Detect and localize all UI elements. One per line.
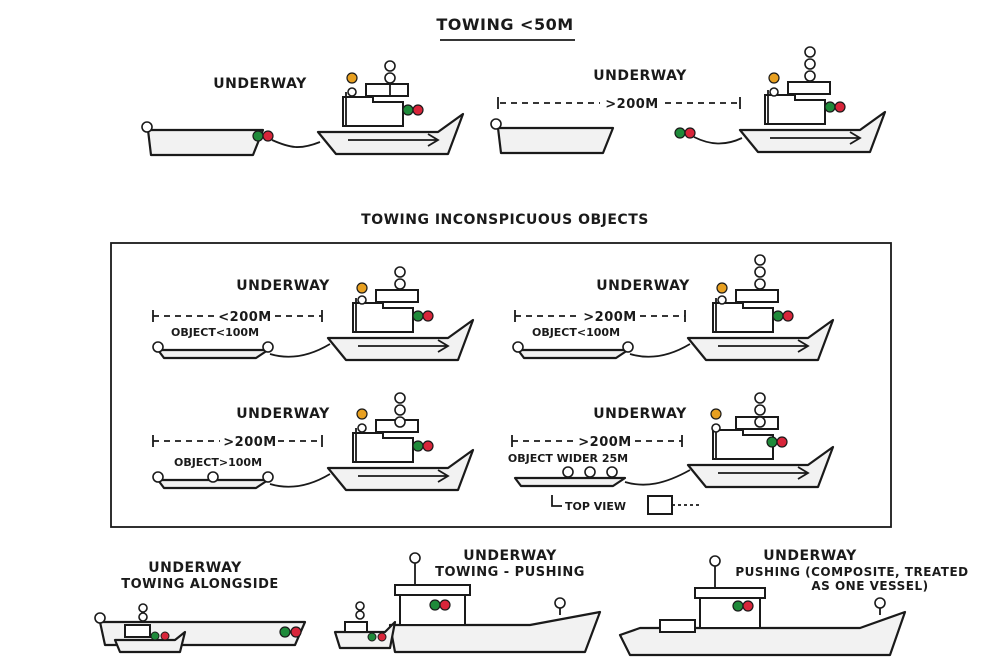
tug-boat: [333, 620, 397, 650]
label-top-left: UNDERWAY: [213, 76, 307, 92]
masthead-light-icon: [804, 58, 816, 70]
label-bot1-b: TOWING ALONGSIDE: [121, 577, 279, 592]
stern-light-icon: [769, 87, 779, 97]
yellow-towing-light-icon: [710, 408, 722, 420]
scene-top-left: UNDERWAY: [141, 60, 465, 157]
red-sidelight-icon: [834, 101, 846, 113]
object-label: OBJECT>100M: [174, 456, 262, 469]
tug-boat: [326, 418, 475, 492]
dimension-label: <200M: [218, 310, 271, 325]
object-label: OBJECT<100M: [171, 326, 259, 339]
dimension-label: >200M: [223, 435, 276, 450]
top-view-arrow: [551, 495, 562, 507]
dimension-label: >200M: [583, 310, 636, 325]
label-box-bl: UNDERWAY: [236, 406, 330, 422]
yellow-towing-light-icon: [346, 72, 358, 84]
red-sidelight-icon: [684, 127, 696, 139]
tow-line: [271, 139, 321, 148]
yellow-towing-light-icon: [716, 282, 728, 294]
green-sidelight-icon: [402, 104, 414, 116]
masthead-light-icon: [804, 70, 816, 82]
label-bot2-a: UNDERWAY: [463, 548, 557, 564]
tow-line: [693, 136, 743, 145]
masthead-light-icon: [384, 72, 396, 84]
stern-light-icon: [347, 87, 357, 97]
masthead-light-icon: [804, 46, 816, 58]
label-bot3-c: AS ONE VESSEL): [811, 579, 928, 593]
barge: [496, 126, 615, 155]
stern-light-icon: [141, 121, 153, 133]
tug-boat: [738, 80, 887, 154]
masthead-light-icon: [384, 60, 396, 72]
ship: [388, 610, 602, 654]
yellow-towing-light-icon: [768, 72, 780, 84]
scene-box-top-right: UNDERWAY >200M OBJECT<100M: [512, 254, 835, 362]
top-view-label: TOP VIEW: [565, 500, 626, 513]
scene-bottom-towing-pushing: UNDERWAY TOWING - PUSHING: [333, 548, 602, 654]
flat-object: [156, 348, 270, 360]
label-box-tl: UNDERWAY: [236, 278, 330, 294]
object-label: OBJECT<100M: [532, 326, 620, 339]
scene-bottom-pushing-composite: UNDERWAY PUSHING (COMPOSITE, TREATED AS …: [618, 548, 968, 657]
title: TOWING <50M: [436, 15, 573, 34]
red-sidelight-icon: [412, 104, 424, 116]
scene-top-right: UNDERWAY >200M: [490, 46, 887, 155]
scene-box-bottom-left: UNDERWAY >200M OBJECT>100M: [152, 392, 475, 492]
label-bot3-b: PUSHING (COMPOSITE, TREATED: [735, 565, 968, 579]
yellow-towing-light-icon: [356, 282, 368, 294]
yellow-towing-light-icon: [356, 408, 368, 420]
dimension-label: >200M: [605, 97, 658, 112]
top-view-object: [647, 495, 673, 515]
flat-object: [513, 476, 627, 488]
label-top-right: UNDERWAY: [593, 68, 687, 84]
label-bot3-a: UNDERWAY: [763, 548, 857, 564]
tug-boat: [686, 288, 835, 362]
flat-object: [516, 348, 630, 360]
scene-bottom-alongside: UNDERWAY TOWING ALONGSIDE: [94, 560, 307, 654]
dimension-label: >200M: [578, 435, 631, 450]
scene-box-top-left: UNDERWAY <200M OBJECT<100M: [152, 266, 475, 362]
green-sidelight-icon: [252, 130, 264, 142]
tug-boat: [326, 288, 475, 362]
red-sidelight-icon: [262, 130, 274, 142]
composite-ship: [618, 610, 907, 657]
barge: [146, 128, 265, 157]
section-title: TOWING INCONSPICUOUS OBJECTS: [361, 212, 649, 228]
label-bot2-b: TOWING - PUSHING: [435, 565, 585, 580]
section-box: [110, 242, 892, 528]
object-label: OBJECT WIDER 25M: [508, 452, 628, 465]
green-sidelight-icon: [674, 127, 686, 139]
label-bot1-a: UNDERWAY: [148, 560, 242, 576]
stern-light-icon: [490, 118, 502, 130]
green-sidelight-icon: [824, 101, 836, 113]
scene-box-bottom-right: UNDERWAY >200M OBJECT WIDER 25M TOP VIEW: [508, 392, 835, 515]
label-box-tr: UNDERWAY: [596, 278, 690, 294]
label-box-br: UNDERWAY: [593, 406, 687, 422]
